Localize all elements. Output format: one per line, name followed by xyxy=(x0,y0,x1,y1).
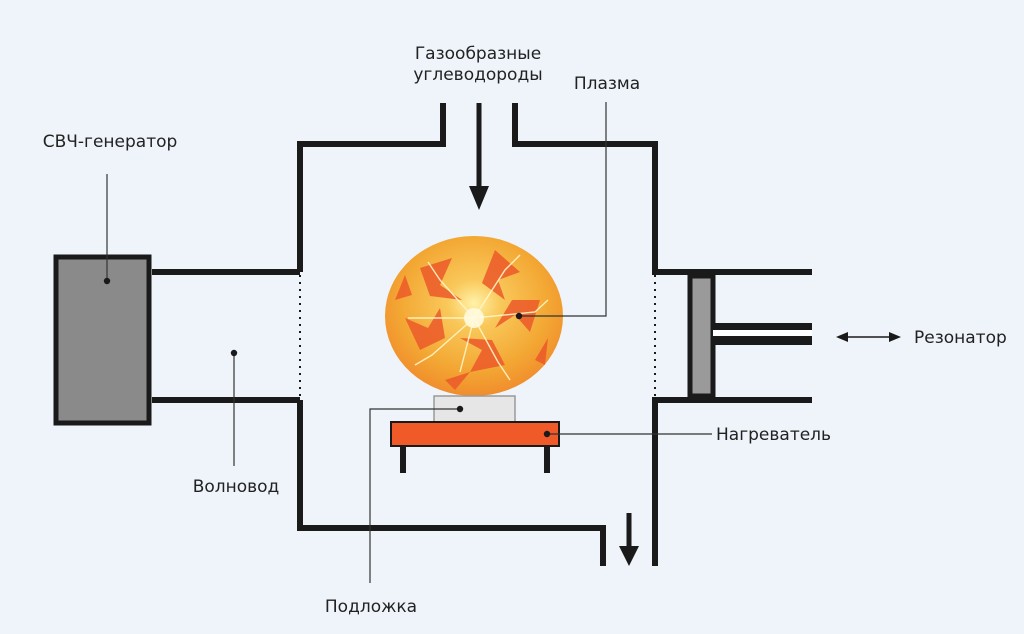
substrate-label: Подложка xyxy=(325,597,417,617)
gas-label-line1: Газообразные xyxy=(415,44,541,64)
gas-inlet-arrow-head xyxy=(469,186,489,210)
plasma-core-glow xyxy=(464,308,484,328)
chamber-right-upper-wall xyxy=(512,103,812,275)
exhaust-arrow-head xyxy=(619,546,639,566)
chamber-right-lower-wall xyxy=(652,397,812,566)
resonator-piston xyxy=(687,273,716,399)
microwave-generator-box xyxy=(53,254,152,426)
heater-leg-right xyxy=(544,446,550,473)
heater-plate xyxy=(390,421,560,447)
heater-leg-left xyxy=(400,446,406,473)
resonator-label: Резонатор xyxy=(914,328,1007,348)
resonator-rod-highlight xyxy=(713,330,812,336)
resonator-arrow-head-left xyxy=(836,332,848,342)
waveguide-label: Волновод xyxy=(193,477,280,497)
gas-label-line2: углеводороды xyxy=(413,65,542,85)
chamber-left-upper-wall xyxy=(297,103,446,272)
generator-label: СВЧ-генератор xyxy=(43,132,178,152)
heater-label: Нагреватель xyxy=(716,425,831,445)
chamber-left-lower-wall xyxy=(297,400,606,566)
leader-dots xyxy=(103,277,551,438)
leader-lines xyxy=(106,102,712,583)
plasma-label: Плазма xyxy=(574,74,640,94)
resonator-arrow-head-right xyxy=(889,332,901,342)
